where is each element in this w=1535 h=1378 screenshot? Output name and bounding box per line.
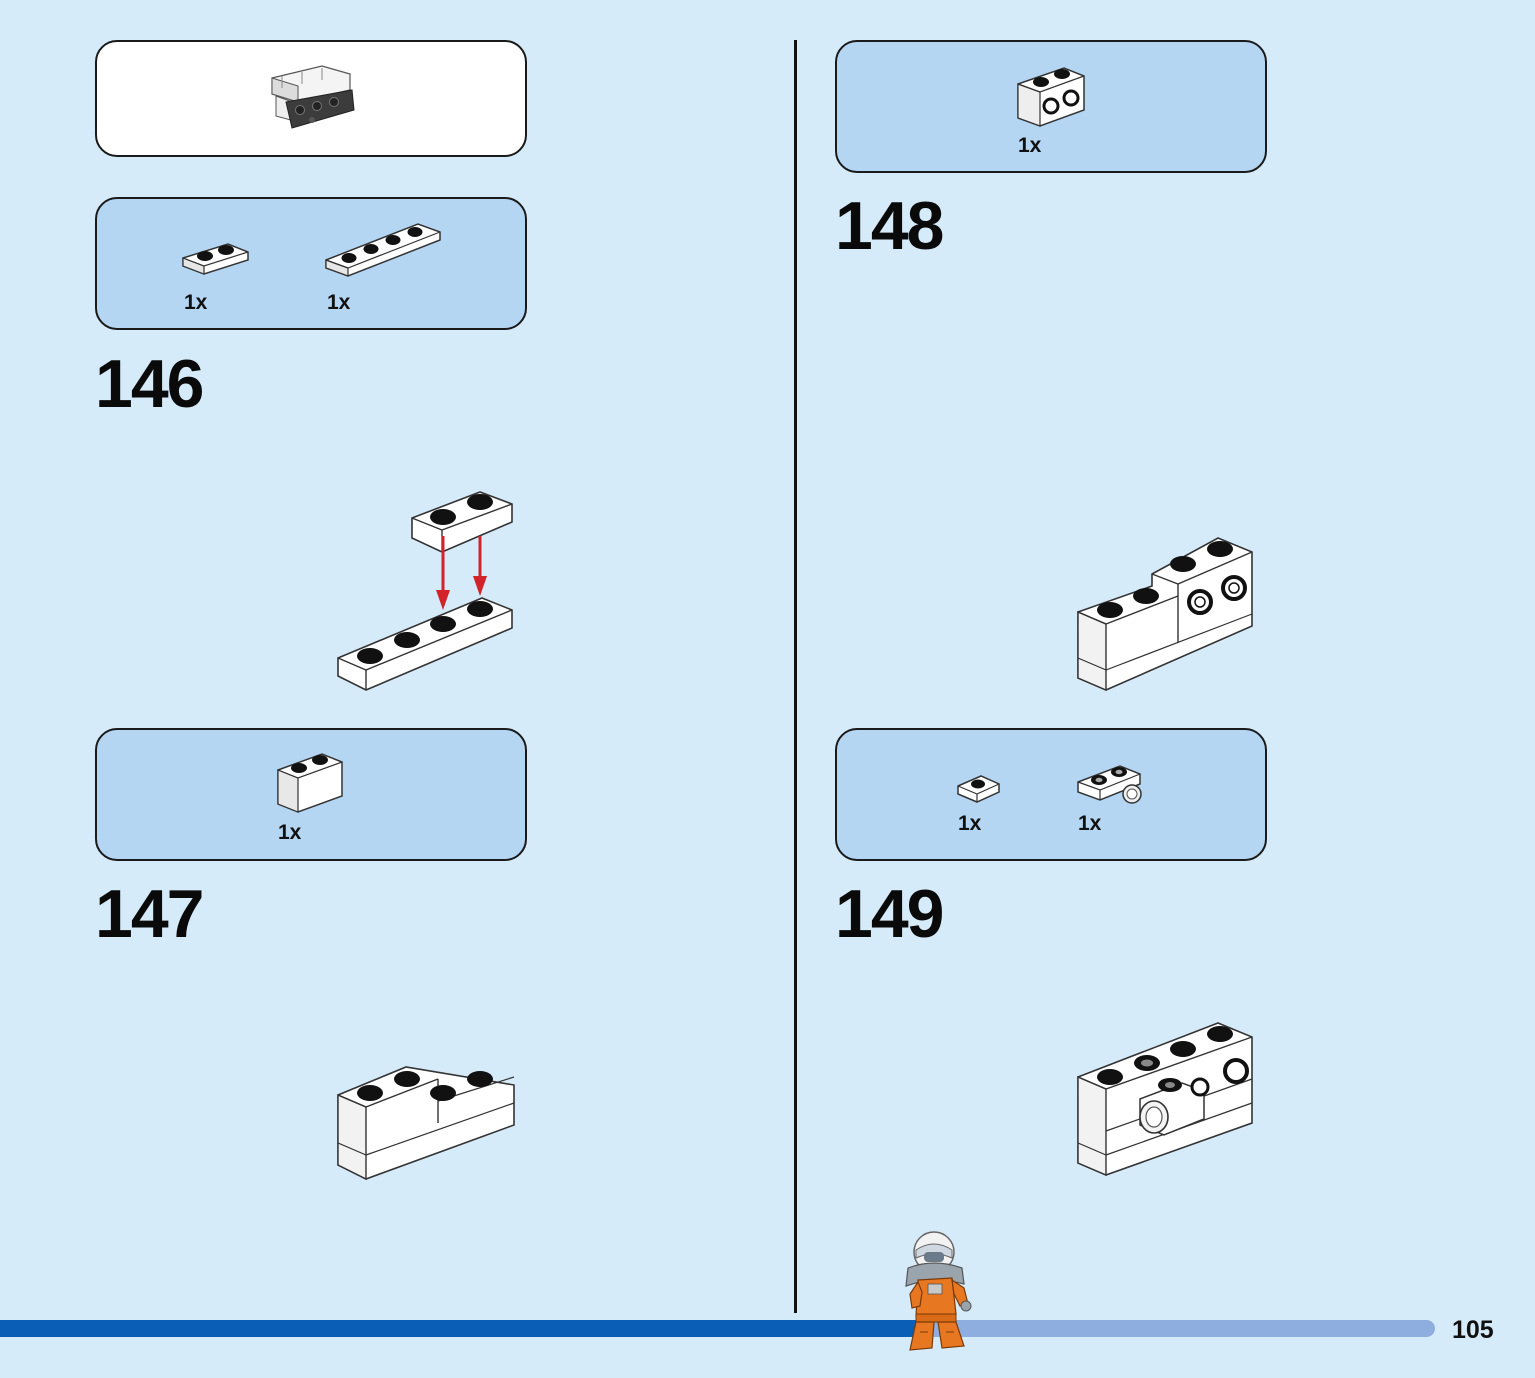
plate-1x4-white-icon <box>325 223 441 277</box>
part-quantity: 1x <box>327 291 351 314</box>
brick-1x2-studs-on-side-white-icon <box>1017 67 1085 127</box>
part-quantity: 1x <box>1018 134 1042 157</box>
page-divider <box>794 40 797 1313</box>
step-number: 147 <box>95 876 204 952</box>
step-147-build-illustration <box>337 1066 515 1181</box>
progress-bar-completed <box>0 1320 930 1337</box>
step-number: 148 <box>835 188 944 264</box>
part-quantity: 1x <box>1078 812 1102 835</box>
step-146-build-illustration <box>337 491 513 691</box>
part-quantity: 1x <box>184 291 208 314</box>
step-149-build-illustration <box>1077 1022 1253 1177</box>
plate-1x2-white-icon <box>182 243 249 275</box>
step-number: 146 <box>95 346 204 422</box>
step-146-parts-box <box>95 197 527 330</box>
astronaut-minifigure-icon <box>905 1231 972 1351</box>
page-number: 105 <box>1452 1316 1494 1344</box>
plate-1x2-with-pin-hole-white-icon <box>1077 765 1142 804</box>
step-number: 149 <box>835 876 944 952</box>
brick-1x2-white-icon <box>277 753 343 813</box>
step-149-parts-box <box>835 728 1267 861</box>
step-148-build-illustration <box>1077 537 1253 692</box>
part-quantity: 1x <box>958 812 982 835</box>
tile-1x1-round-white-icon <box>957 775 1000 803</box>
part-quantity: 1x <box>278 821 302 844</box>
submodel-preview-icon <box>271 65 355 129</box>
progress-bar-remaining <box>920 1320 1435 1337</box>
